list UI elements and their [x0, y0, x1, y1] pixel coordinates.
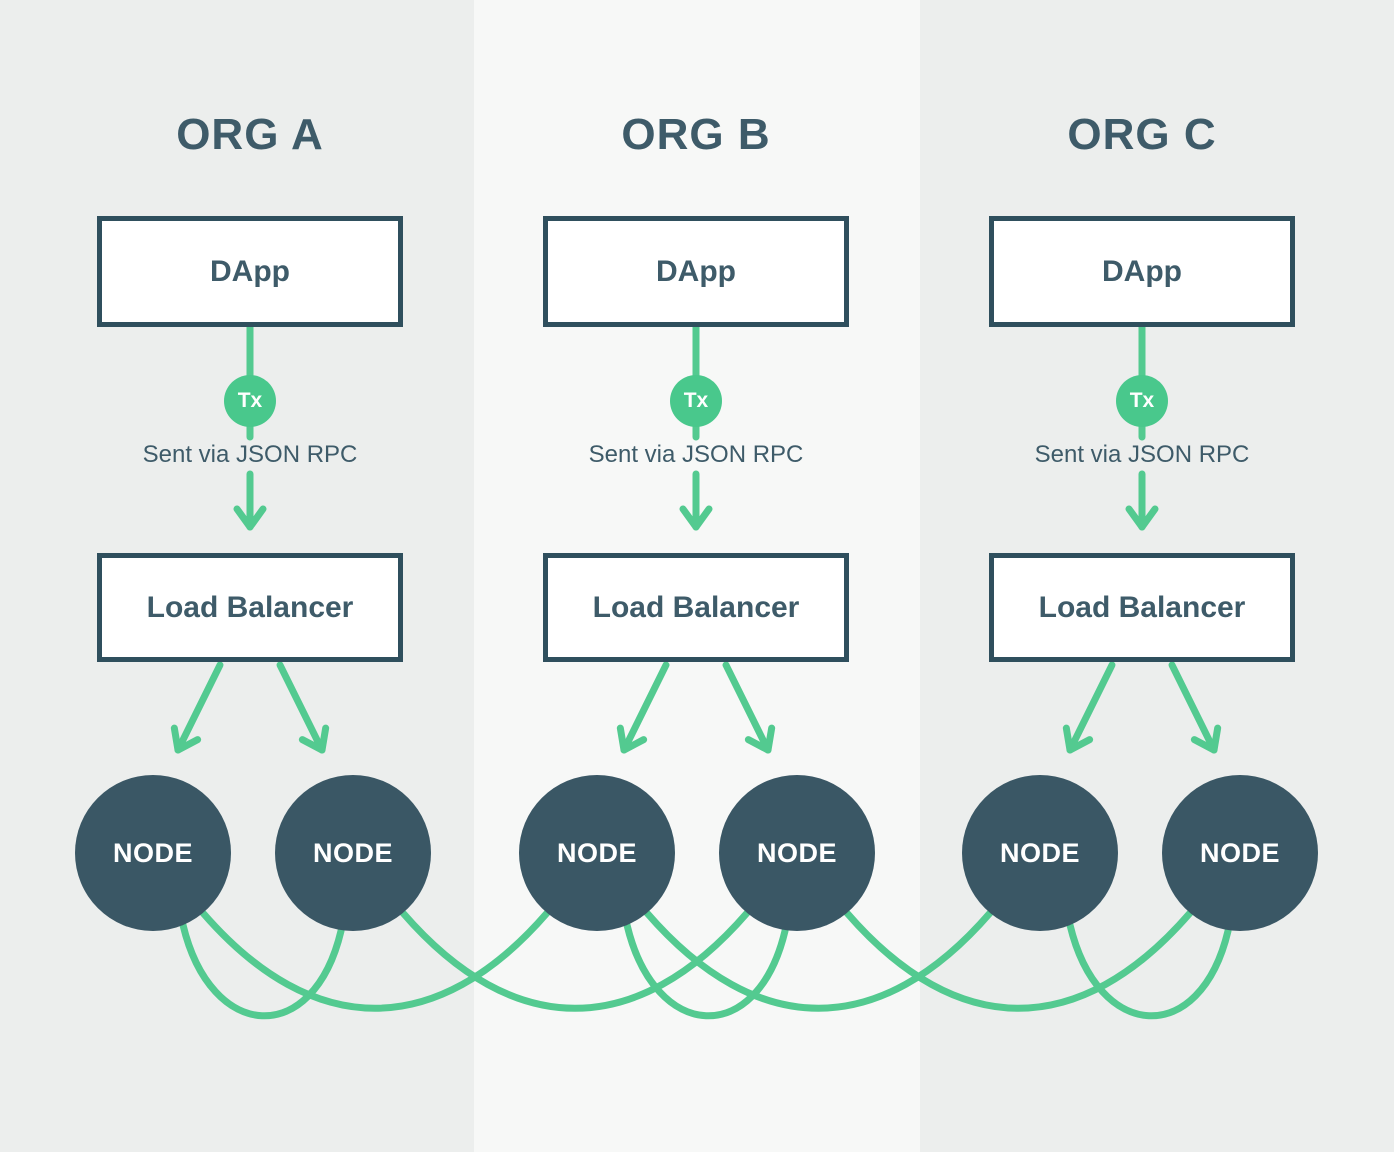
org-b-node-1: NODE: [519, 775, 675, 931]
org-a-node-2-label: NODE: [312, 837, 393, 868]
org-a-dapp-box: DApp: [97, 216, 403, 327]
org-b-load-balancer-box: Load Balancer: [543, 553, 849, 662]
org-c-lb-to-node-2-arrow: [1168, 661, 1222, 754]
org-c-node-1: NODE: [962, 775, 1118, 931]
org-c-load-balancer-label: Load Balancer: [1038, 590, 1246, 624]
org-b-dapp-box: DApp: [543, 216, 849, 327]
org-c-title: ORG C: [1067, 110, 1217, 159]
org-a-rpc-caption: Sent via JSON RPC: [142, 441, 358, 468]
org-c-node-1-label: NODE: [999, 837, 1080, 868]
node-mesh-curve-b2-c2: [843, 909, 1194, 1012]
org-b-rpc-caption: Sent via JSON RPC: [588, 441, 804, 468]
node-mesh-curve-a1-b1: [199, 909, 551, 1012]
org-c-rpc-caption: Sent via JSON RPC: [1034, 441, 1250, 468]
org-a-lb-to-node-1-arrow: [170, 661, 224, 754]
node-mesh-curve-a2-b2: [399, 909, 751, 1012]
org-c-dapp-box: DApp: [989, 216, 1295, 327]
org-a-tx-badge: Tx: [224, 375, 276, 427]
org-b-dapp-label: DApp: [656, 254, 736, 288]
org-a-node-2: NODE: [275, 775, 431, 931]
org-c-dapp-label: DApp: [1102, 254, 1182, 288]
org-a-lb-to-node-2-arrow: [276, 661, 330, 754]
org-a-dapp-label: DApp: [210, 254, 290, 288]
node-mesh-curve-b1-c1: [643, 909, 994, 1012]
node-mesh-curve-c1-c2: [1066, 921, 1232, 1020]
org-b-tx-label: Tx: [683, 389, 709, 412]
org-a-node-1: NODE: [75, 775, 231, 931]
node-mesh-curve-b1-b2: [623, 921, 789, 1020]
org-b-lb-to-node-1-arrow: [616, 661, 670, 754]
org-b-node-2-label: NODE: [756, 837, 837, 868]
org-c-node-2-label: NODE: [1199, 837, 1280, 868]
org-c-node-2: NODE: [1162, 775, 1318, 931]
org-c-load-balancer-box: Load Balancer: [989, 553, 1295, 662]
org-a-node-1-label: NODE: [112, 837, 193, 868]
org-b-load-balancer-label: Load Balancer: [592, 590, 800, 624]
org-b-lb-to-node-2-arrow: [722, 661, 776, 754]
org-b-node-2: NODE: [719, 775, 875, 931]
org-a-load-balancer-box: Load Balancer: [97, 553, 403, 662]
org-b-node-1-label: NODE: [556, 837, 637, 868]
org-a-tx-label: Tx: [237, 389, 263, 412]
org-c-tx-badge: Tx: [1116, 375, 1168, 427]
node-mesh-curve-a1-a2: [179, 921, 345, 1020]
org-b-tx-badge: Tx: [670, 375, 722, 427]
org-a-title: ORG A: [176, 110, 324, 159]
org-c-tx-label: Tx: [1129, 389, 1155, 412]
org-b-title: ORG B: [621, 110, 771, 159]
org-c-lb-to-node-1-arrow: [1062, 661, 1116, 754]
org-a-load-balancer-label: Load Balancer: [146, 590, 354, 624]
